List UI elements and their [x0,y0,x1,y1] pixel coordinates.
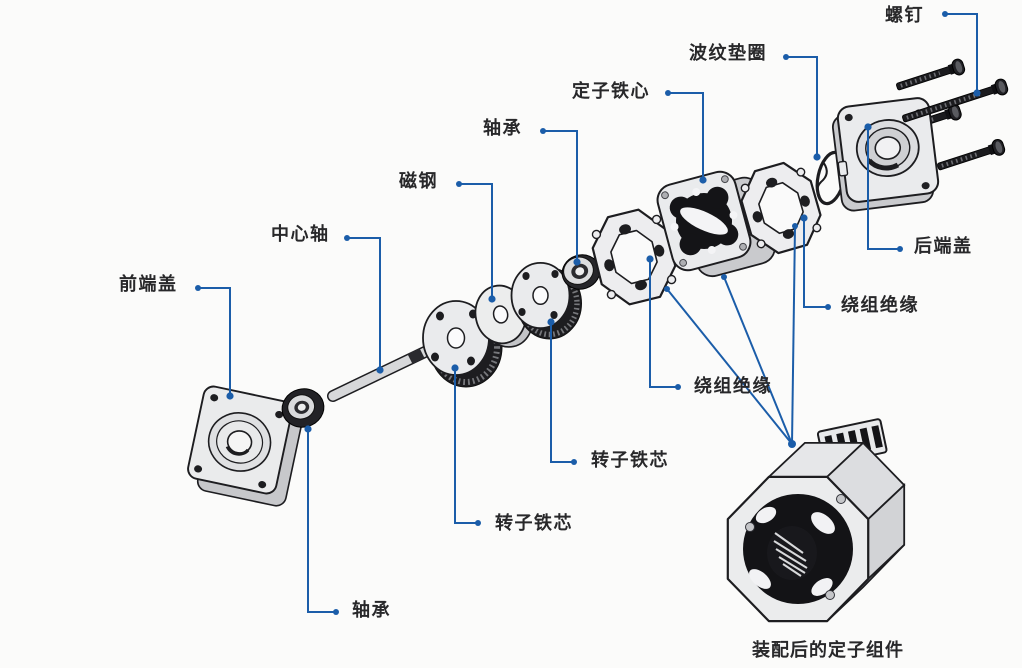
assembled-stator-part [726,418,906,623]
label-magnet: 磁钢 [399,171,438,192]
screw-2 [902,78,1009,123]
label-wave-washer: 波纹垫圈 [689,43,767,64]
bearing-front-part [281,388,325,428]
bearing-rear-part [561,254,601,290]
leader-winding-insulation-right [800,214,831,310]
leader-rotor-core-upper [547,318,577,465]
leader-rotor-core-lower [451,364,481,526]
label-stator-core: 定子铁心 [572,81,650,102]
label-rear-cover: 后端盖 [914,236,973,257]
leader-bearing-bottom [304,425,339,615]
winding-insulation-part-right [740,161,822,255]
assembled-stator-caption: 装配后的定子组件 [752,640,904,661]
leader-center-shaft [344,235,384,374]
screw-1 [896,58,966,91]
leader-magnet [456,181,496,303]
screw-4 [937,138,1006,171]
rotor-core-part-upper [510,262,582,340]
label-rotor-core-lower: 转子铁芯 [495,513,573,534]
label-bearing-top: 轴承 [483,118,522,139]
leader-rear-cover [864,123,903,252]
leader-front-cover [195,285,234,400]
leader-wave-washer [783,54,821,161]
leader-winding-insulation-middle [646,255,681,390]
front-cover-part [187,385,303,507]
label-winding-insulation-right: 绕组绝缘 [841,295,919,316]
label-winding-insulation-middle: 绕组绝缘 [694,376,772,397]
leader-assembly-converging-lines [664,223,798,448]
stator-core-part [656,170,776,278]
label-center-shaft: 中心轴 [271,224,330,245]
label-screw: 螺钉 [885,5,924,26]
rear-cover-part [831,97,940,212]
leader-screw [942,11,981,97]
label-front-cover: 前端盖 [119,274,178,295]
leader-bearing-top [540,128,581,266]
rotor-core-part-lower [422,300,503,388]
leader-stator-core [665,90,707,184]
label-bearing-bottom: 轴承 [352,600,391,621]
label-rotor-core-upper: 转子铁芯 [591,450,669,471]
